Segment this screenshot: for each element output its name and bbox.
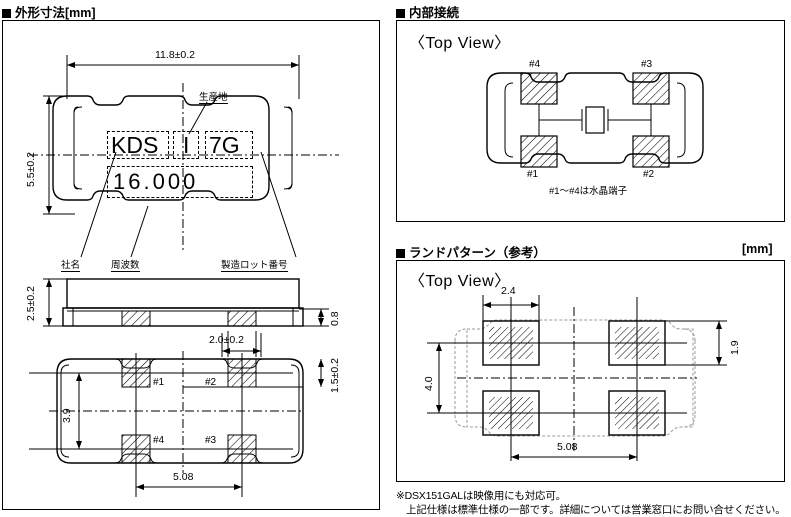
dim-pad-pitch: 5.08 <box>173 471 194 483</box>
land-drawing-svg <box>427 295 727 461</box>
internal-section-title: 内部接続 <box>396 2 459 21</box>
outline-section-title: 外形寸法[mm] <box>2 2 96 21</box>
callout-company: 社名 <box>61 257 81 272</box>
land-dim-pad-height: 1.9 <box>729 340 741 355</box>
internal-pin-2: #2 <box>643 169 655 180</box>
marking-origin: I <box>183 132 190 158</box>
marking-company: KDS <box>111 132 159 158</box>
marking-frequency-box <box>107 166 253 198</box>
internal-connection-panel: 〈Top View〉 #4 #3 #1 #2 #1〜#4は水晶端子 <box>396 20 785 222</box>
outline-pin-3: #3 <box>205 435 217 446</box>
bullet-square-icon <box>2 9 11 18</box>
marking-origin-box <box>173 131 199 159</box>
land-pattern-panel: 〈Top View〉 <box>396 260 785 482</box>
dim-overall-height: 5.5±0.2 <box>25 152 37 187</box>
bullet-square-icon <box>396 249 405 258</box>
internal-pin-1: #1 <box>527 169 539 180</box>
marking-frequency: 16.000 <box>113 169 199 194</box>
dim-pad-height: 1.5±0.2 <box>329 358 341 393</box>
land-dim-span-y: 4.0 <box>423 376 435 391</box>
outline-pin-2: #2 <box>205 377 217 388</box>
land-top-view-label: 〈Top View〉 <box>409 273 511 290</box>
callout-lot: 製造ロット番号 <box>221 257 288 272</box>
internal-pin-4: #4 <box>529 59 541 70</box>
dim-pad-thickness: 0.8 <box>329 311 341 326</box>
dim-pad-width: 2.0±0.2 <box>209 334 244 346</box>
callout-frequency: 周波数 <box>111 257 140 272</box>
outline-pin-1: #1 <box>153 377 165 388</box>
dim-thickness: 2.5±0.2 <box>25 286 37 321</box>
land-section-title: ランドパターン（参考） <box>396 242 546 261</box>
dim-overall-width: 11.8±0.2 <box>155 49 196 61</box>
internal-pin-3: #3 <box>641 59 653 70</box>
marking-company-box <box>107 131 169 159</box>
internal-top-view-label: 〈Top View〉 <box>409 35 511 52</box>
marking-lot: 7G <box>209 132 240 158</box>
land-dim-pad-width: 2.4 <box>501 285 516 297</box>
outline-drawing-svg <box>29 55 339 497</box>
outline-panel: 11.8±0.2 5.5±0.2 2.5±0.2 0.8 2.0±0.2 1.5… <box>2 20 380 510</box>
callout-origin: 生産地 <box>199 89 228 104</box>
land-unit-label: [mm] <box>742 242 773 256</box>
dim-pad-span-y: 3.9 <box>61 408 73 423</box>
outline-pin-4: #4 <box>153 435 165 446</box>
footnote-1: ※DSX151GALは映像用にも対応可。 <box>396 490 566 502</box>
footnote-2: 上記仕様は標準仕様の一部です。詳細については営業窓口にお問い合せください。 <box>406 504 786 516</box>
internal-terminal-note: #1〜#4は水晶端子 <box>549 186 628 197</box>
bullet-square-icon <box>396 9 405 18</box>
marking-lot-box <box>205 131 253 159</box>
internal-drawing-svg <box>486 72 704 168</box>
land-dim-pitch: 5.08 <box>557 441 578 453</box>
